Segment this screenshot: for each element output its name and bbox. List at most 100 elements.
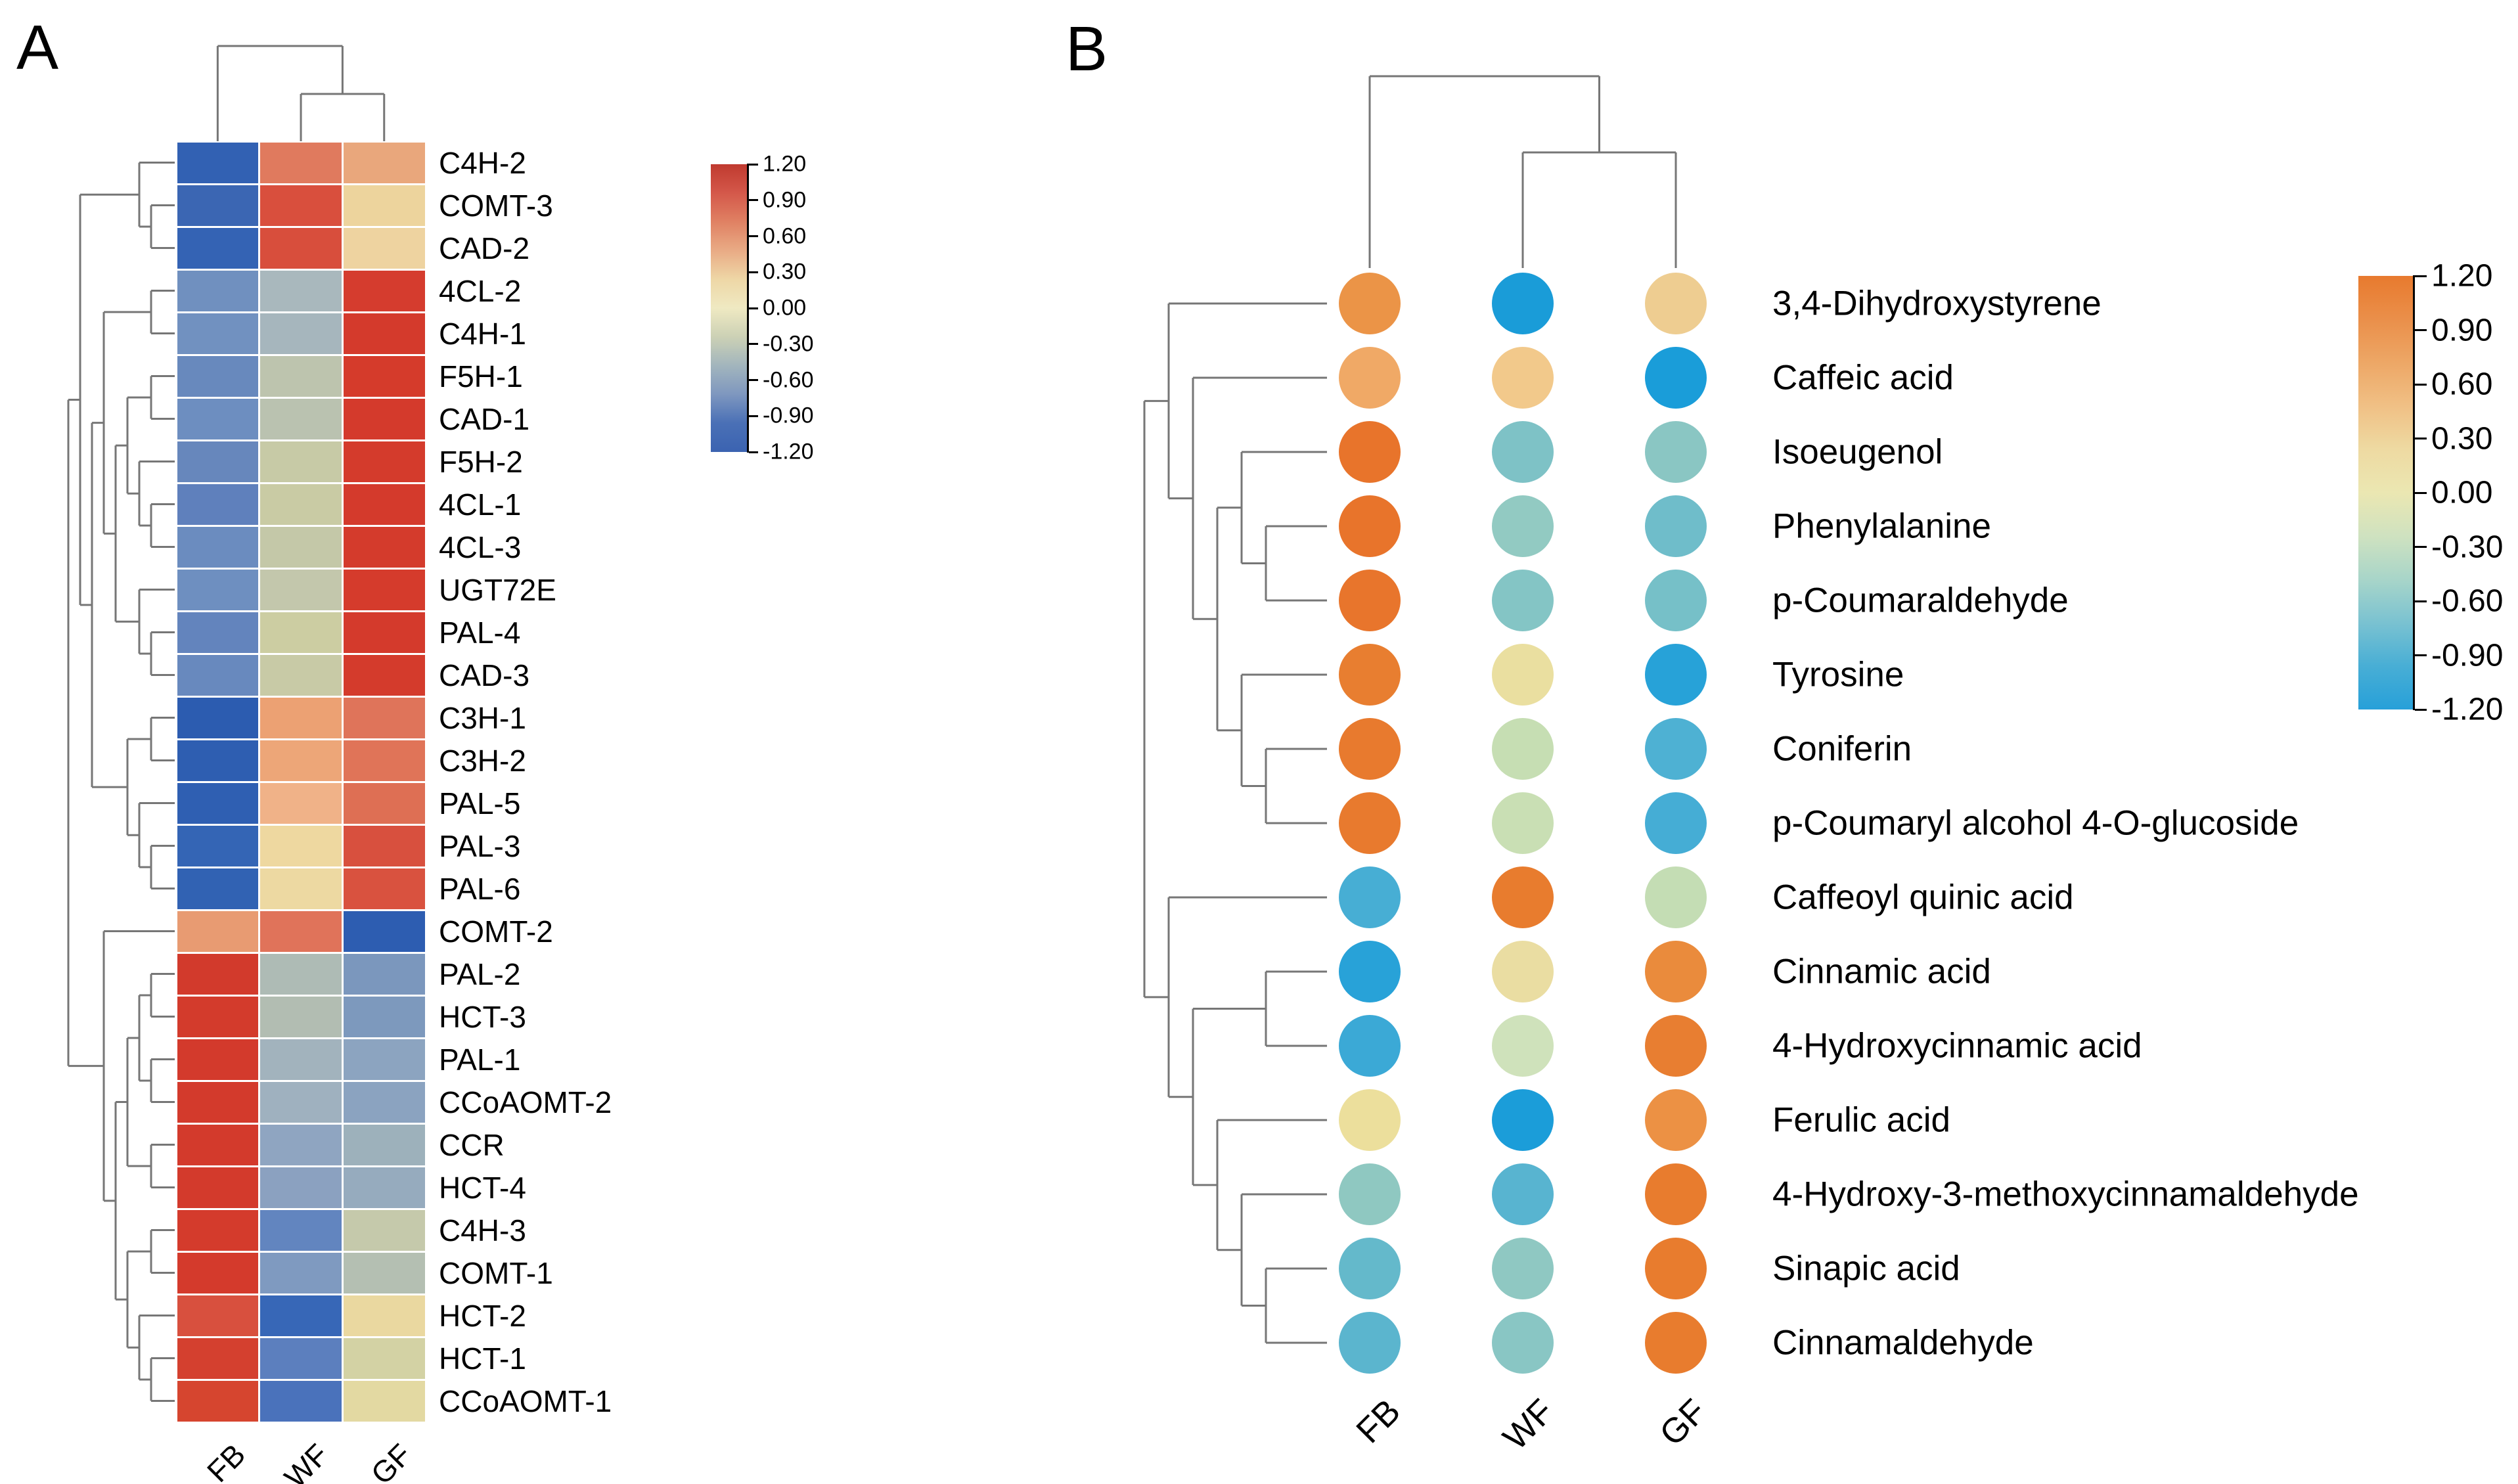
colorbar-tick [2415, 383, 2427, 386]
gene-row-label: C4H-2 [439, 145, 526, 180]
heatmap-cell [177, 1081, 259, 1123]
gene-row-label: PAL-4 [439, 615, 521, 650]
metabolite-dot: Ferulic acid / WF [1492, 1089, 1554, 1151]
heatmap-cell [260, 1252, 342, 1293]
heatmap-cell [177, 227, 259, 269]
metabolite-dot: Ferulic acid / FB [1339, 1089, 1401, 1151]
gene-row-label: 4CL-3 [439, 529, 522, 564]
metabolite-row-label: Cinnamic acid [1772, 952, 1991, 991]
metabolite-dot: Isoeugenol / WF [1492, 421, 1554, 483]
heatmap-cell [343, 740, 425, 781]
metabolite-dot: p-Coumaryl alcohol 4-O-glucoside / WF [1492, 792, 1554, 854]
heatmap-cell [260, 996, 342, 1037]
heatmap-cell [343, 355, 425, 397]
heatmap-cell [260, 526, 342, 568]
colorbar-tick [749, 343, 758, 346]
heatmap-cell [260, 398, 342, 439]
gene-row-label: PAL-6 [439, 871, 521, 906]
metabolite-row-label: p-Coumaryl alcohol 4-O-glucoside [1772, 803, 2299, 843]
metabolite-dot: Caffeoyl quinic acid / WF [1492, 866, 1554, 928]
metabolite-dot: Phenylalanine / FB [1339, 495, 1401, 557]
heatmap-cell [343, 697, 425, 738]
metabolite-row-label: Ferulic acid [1772, 1100, 1950, 1140]
heatmap-cell [343, 868, 425, 909]
heatmap-cell [260, 782, 342, 824]
heatmap-cell [343, 1295, 425, 1336]
heatmap-cell [260, 1124, 342, 1165]
colorbar-tick-label: 0.30 [2431, 421, 2493, 456]
colorbar-tick [2415, 546, 2427, 548]
metabolite-dot: Sinapic acid / GF [1645, 1238, 1707, 1299]
metabolite-dot: Ferulic acid / GF [1645, 1089, 1707, 1151]
heatmap-cell [177, 142, 259, 183]
metabolite-dot: Phenylalanine / WF [1492, 495, 1554, 557]
gene-row-label: CAD-1 [439, 401, 530, 436]
metabolite-dot: Tyrosine / FB [1339, 644, 1401, 706]
heatmap-cell [260, 313, 342, 354]
colorbar-axis [747, 164, 749, 453]
metabolite-row-label: Caffeic acid [1772, 358, 1954, 397]
heatmap-cell [260, 355, 342, 397]
metabolite-dot: Cinnamaldehyde / FB [1339, 1312, 1401, 1374]
colorbar-tick-label: 0.60 [763, 223, 807, 248]
colorbar-tick-label: 0.30 [763, 259, 807, 284]
colorbar-tick-label: -1.20 [763, 439, 814, 464]
colorbar-tick [749, 415, 758, 417]
colorbar-tick-label: -0.90 [763, 403, 814, 428]
heatmap-cell [177, 740, 259, 781]
heatmap-cell [177, 313, 259, 354]
colorbar-tick [749, 379, 758, 381]
gene-row-label: CAD-2 [439, 231, 530, 265]
colorbar-tick [2415, 438, 2427, 439]
metabolite-dot: p-Coumaraldehyde / FB [1339, 570, 1401, 631]
metabolite-dot: 4-Hydroxy-3-methoxycinnamaldehyde / GF [1645, 1163, 1707, 1225]
heatmap-cell [260, 1380, 342, 1422]
metabolite-row-label: Isoeugenol [1772, 432, 1943, 472]
heatmap-cell [177, 1167, 259, 1208]
heatmap-cell [343, 654, 425, 696]
heatmap-cell [260, 740, 342, 781]
gene-row-label: COMT-2 [439, 914, 553, 949]
gene-row-label: C3H-2 [439, 743, 526, 778]
metabolite-dot: 4-Hydroxycinnamic acid / GF [1645, 1015, 1707, 1077]
colorbar-tick-label: 0.90 [2431, 313, 2493, 348]
heatmap-cell [260, 868, 342, 909]
gene-row-label: PAL-1 [439, 1042, 521, 1077]
metabolite-dot: Cinnamaldehyde / GF [1645, 1312, 1707, 1374]
metabolite-dot: Caffeic acid / FB [1339, 347, 1401, 409]
colorbar-tick-label: 0.00 [763, 295, 807, 321]
heatmap-cell [343, 313, 425, 354]
heatmap-cell [343, 526, 425, 568]
heatmap-cell [177, 911, 259, 952]
gene-row-label: CCoAOMT-2 [439, 1085, 612, 1119]
heatmap-cell [177, 868, 259, 909]
metabolite-dot: p-Coumaryl alcohol 4-O-glucoside / GF [1645, 792, 1707, 854]
heatmap-cell [260, 697, 342, 738]
gene-row-label: 4CL-2 [439, 273, 522, 308]
heatmap-cell [260, 825, 342, 866]
heatmap-cell [177, 1124, 259, 1165]
heatmap-cell [177, 1039, 259, 1080]
heatmap-cell [177, 612, 259, 653]
heatmap-cell [177, 185, 259, 226]
metabolite-dot: Caffeic acid / GF [1645, 347, 1707, 409]
gene-row-label: PAL-3 [439, 828, 521, 863]
heatmap-cell [177, 825, 259, 866]
metabolite-row-label: Phenylalanine [1772, 506, 1991, 546]
metabolite-dot: 4-Hydroxy-3-methoxycinnamaldehyde / WF [1492, 1163, 1554, 1225]
heatmap-cell [177, 782, 259, 824]
colorbar-tick-label: -0.90 [2431, 638, 2504, 673]
colorbar-tick [749, 307, 758, 309]
metabolite-dot: p-Coumaraldehyde / GF [1645, 570, 1707, 631]
heatmap-cell [343, 398, 425, 439]
heatmap-cell [177, 953, 259, 995]
heatmap-cell [343, 185, 425, 226]
metabolite-dot: 4-Hydroxycinnamic acid / FB [1339, 1015, 1401, 1077]
metabolite-dot: Tyrosine / GF [1645, 644, 1707, 706]
gene-row-label: CCR [439, 1127, 505, 1162]
colorbar-tick [749, 235, 758, 237]
heatmap-cell [260, 483, 342, 525]
colorbar-tick-label: 0.90 [763, 187, 807, 213]
